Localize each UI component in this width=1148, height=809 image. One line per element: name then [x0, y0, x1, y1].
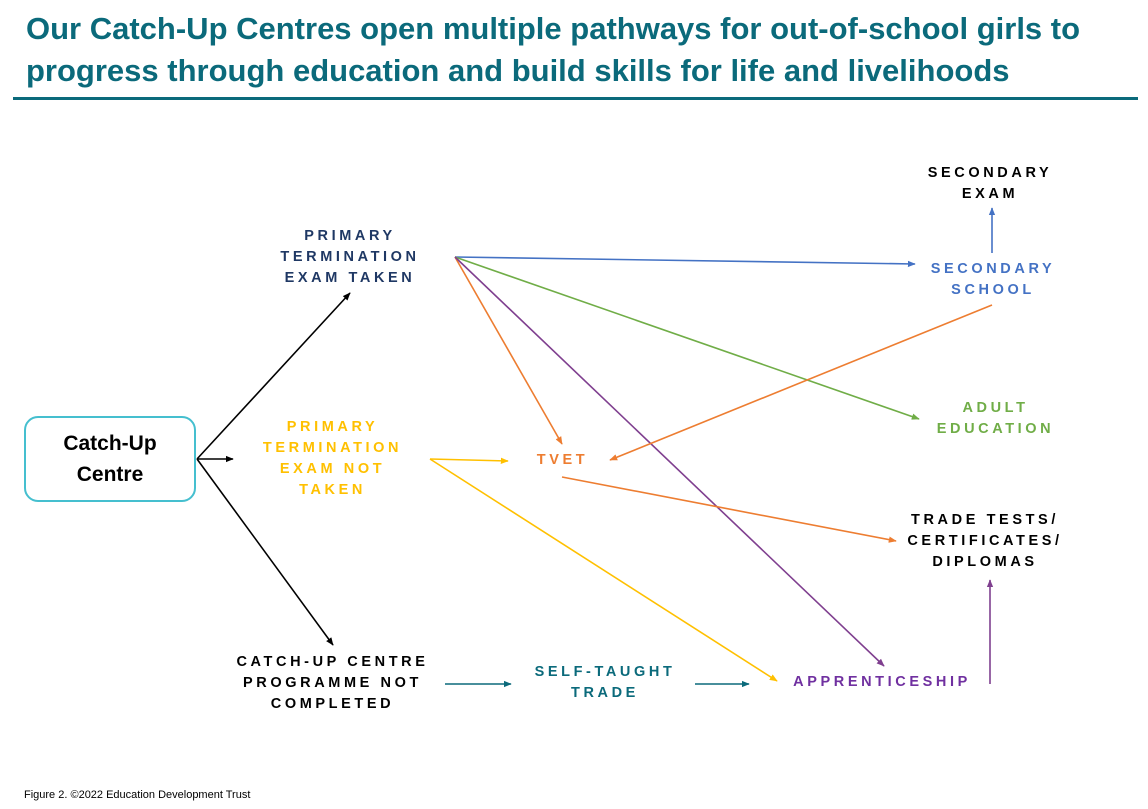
arrow-secondary-school-to-tvet	[609, 304, 993, 461]
arrow-exam-taken-to-tvet	[454, 256, 563, 445]
node-catch-up-centre: Catch-Up Centre	[24, 416, 196, 502]
node-secondary-school-line-2: SCHOOL	[951, 282, 1035, 298]
node-catch-up-centre-line-1: Catch-Up	[63, 432, 157, 455]
node-exam-not-taken-line-2: TERMINATION	[262, 440, 403, 456]
node-adult-education: ADULT EDUCATION	[918, 398, 1073, 440]
node-catch-up-centre-line-2: Centre	[76, 463, 144, 486]
node-tvet-line-1: TVET	[536, 452, 589, 468]
arrow-exam-taken-to-secondary-school	[454, 256, 916, 268]
node-secondary-exam-line-2: EXAM	[961, 186, 1019, 202]
arrow-exam-taken-to-apprenticeship	[454, 256, 885, 667]
node-exam-not-taken-line-3: EXAM NOT	[279, 461, 386, 477]
node-self-taught-trade: SELF-TAUGHT TRADE	[525, 662, 685, 704]
node-secondary-school-line-1: SECONDARY	[930, 261, 1056, 277]
title-line-1: Our Catch-Up Centres open multiple pathw…	[26, 11, 1081, 46]
node-secondary-exam-line-1: SECONDARY	[927, 165, 1053, 181]
node-exam-taken: PRIMARY TERMINATION EXAM TAKEN	[270, 226, 430, 289]
page-title: Our Catch-Up Centres open multiple pathw…	[26, 8, 1126, 92]
node-not-completed: CATCH-UP CENTRE PROGRAMME NOT COMPLETED	[220, 652, 445, 715]
node-exam-taken-line-3: EXAM TAKEN	[284, 270, 416, 286]
figure-caption: Figure 2. ©2022 Education Development Tr…	[24, 789, 251, 801]
node-apprenticeship-line-1: APPRENTICESHIP	[793, 674, 971, 690]
arrow-exam-not-taken-to-apprenticeship	[429, 458, 778, 682]
node-trade-tests-line-3: DIPLOMAS	[932, 554, 1038, 570]
arrow-catch-up-centre-to-not-completed	[196, 458, 334, 646]
node-self-taught-line-1: SELF-TAUGHT	[534, 664, 676, 680]
node-not-completed-line-1: CATCH-UP CENTRE	[236, 654, 429, 670]
node-trade-tests-line-1: TRADE TESTS/	[911, 512, 1059, 528]
arrow-tvet-to-trade-tests	[561, 476, 897, 543]
node-tvet: TVET	[520, 450, 605, 471]
title-divider	[13, 97, 1138, 100]
node-exam-not-taken-line-1: PRIMARY	[286, 419, 379, 435]
node-not-completed-line-3: COMPLETED	[270, 696, 395, 712]
node-exam-not-taken: PRIMARY TERMINATION EXAM NOT TAKEN	[250, 417, 415, 501]
node-apprenticeship: APPRENTICESHIP	[782, 672, 982, 693]
node-not-completed-line-2: PROGRAMME NOT	[243, 675, 422, 691]
node-self-taught-line-2: TRADE	[571, 685, 639, 701]
node-exam-taken-line-1: PRIMARY	[304, 228, 396, 244]
arrow-exam-taken-to-adult-education	[454, 256, 920, 420]
node-adult-education-line-2: EDUCATION	[936, 421, 1055, 437]
node-secondary-exam: SECONDARY EXAM	[915, 163, 1065, 205]
node-secondary-school: SECONDARY SCHOOL	[918, 259, 1068, 301]
node-trade-tests-line-2: CERTIFICATES/	[907, 533, 1063, 549]
node-trade-tests: TRADE TESTS/ CERTIFICATES/ DIPLOMAS	[895, 510, 1075, 573]
arrow-exam-not-taken-to-tvet	[429, 457, 509, 465]
node-adult-education-line-1: ADULT	[962, 400, 1029, 416]
title-line-2: progress through education and build ski…	[26, 53, 1010, 88]
node-exam-not-taken-line-4: TAKEN	[299, 482, 366, 498]
node-exam-taken-line-2: TERMINATION	[280, 249, 420, 265]
arrow-catch-up-centre-to-exam-taken	[196, 292, 351, 460]
